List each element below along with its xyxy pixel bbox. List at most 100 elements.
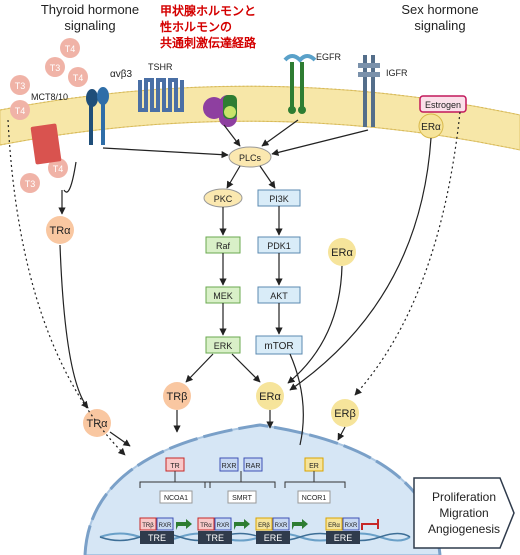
- t4-hormone-3: T4: [10, 100, 30, 120]
- svg-text:Raf: Raf: [216, 241, 231, 251]
- svg-text:mTOR: mTOR: [264, 341, 293, 352]
- t3-hormone-3: T3: [20, 173, 40, 193]
- jp-title-line3: 共通刺激伝達経路: [160, 35, 257, 50]
- ncoa1-label: NCOA1: [159, 490, 193, 504]
- sex-title-line2: signaling: [414, 18, 465, 33]
- erb-rxr-dimer: ERβ RXR: [255, 517, 290, 531]
- svg-text:PI3K: PI3K: [269, 194, 289, 204]
- ncor1-label: NCOR1: [297, 490, 331, 504]
- thyroid-title-line1: Thyroid hormone: [41, 2, 139, 17]
- outcome-arrow: [413, 477, 515, 549]
- pdk1-node: PDK1: [257, 236, 301, 254]
- era-low: ERα: [256, 382, 284, 410]
- repression-icon: [361, 519, 379, 530]
- igfr-receptor: [358, 55, 380, 127]
- svg-text:Estrogen: Estrogen: [425, 100, 461, 110]
- tr-nuclear: TR: [165, 457, 185, 472]
- svg-text:ERE: ERE: [264, 533, 283, 543]
- ere-element-1: ERE: [256, 531, 290, 544]
- outcome-migration: Migration: [439, 506, 489, 520]
- outcome-angiogenesis: Angiogenesis: [427, 522, 501, 536]
- svg-text:RXR: RXR: [222, 463, 237, 470]
- trb-cytoplasm: TRβ: [163, 382, 191, 410]
- svg-text:RXR: RXR: [159, 523, 172, 529]
- svg-text:MEK: MEK: [213, 291, 233, 301]
- svg-text:TRβ: TRβ: [142, 523, 154, 529]
- transcription-arrows: [176, 519, 308, 530]
- raf-node: Raf: [205, 236, 241, 254]
- svg-text:T4: T4: [65, 44, 76, 54]
- t3-hormone-2: T3: [10, 75, 30, 95]
- svg-text:SMRT: SMRT: [232, 495, 252, 502]
- igfr-label: IGFR: [386, 68, 408, 78]
- svg-text:ERK: ERK: [214, 341, 233, 351]
- svg-text:ER: ER: [309, 463, 319, 470]
- coregulator-brackets: [139, 471, 346, 488]
- svg-text:ERα: ERα: [328, 523, 340, 529]
- t4-hormone-1: T4: [60, 38, 80, 58]
- ere-element-2: ERE: [326, 531, 360, 544]
- t4-hormone-2: T4: [68, 67, 88, 87]
- akt-node: AKT: [257, 286, 301, 304]
- svg-text:TRα: TRα: [49, 225, 71, 237]
- tshr-label: TSHR: [148, 62, 173, 72]
- svg-text:TRE: TRE: [206, 533, 224, 543]
- svg-text:T4: T4: [53, 164, 64, 174]
- mct-transporter: [30, 123, 62, 165]
- tre-element-2: TRE: [198, 531, 232, 544]
- erk-node: ERK: [205, 336, 241, 354]
- svg-text:NCOR1: NCOR1: [302, 495, 327, 502]
- avb3-label: αvβ3: [110, 69, 133, 80]
- svg-text:RXR: RXR: [275, 523, 288, 529]
- mek-node: MEK: [205, 286, 241, 304]
- era-membrane: ERα: [418, 113, 444, 139]
- pi3k-node: PI3K: [257, 189, 301, 207]
- svg-text:ERβ: ERβ: [258, 523, 270, 529]
- tshr-receptor: [138, 78, 184, 112]
- erb-cytoplasm: ERβ: [331, 399, 359, 427]
- svg-text:TRE: TRE: [148, 533, 166, 543]
- svg-text:TR: TR: [170, 463, 179, 470]
- svg-text:ERα: ERα: [421, 122, 441, 133]
- svg-text:T3: T3: [50, 63, 61, 73]
- svg-text:PLCs: PLCs: [239, 153, 262, 163]
- svg-text:TRα: TRα: [200, 523, 212, 529]
- outcome-proliferation: Proliferation: [431, 490, 497, 504]
- svg-text:AKT: AKT: [270, 291, 288, 301]
- g-protein-complex: [203, 95, 237, 127]
- svg-text:TRβ: TRβ: [167, 391, 188, 403]
- jp-title-line1: 甲状腺ホルモンと: [160, 3, 256, 18]
- svg-text:PDK1: PDK1: [267, 241, 291, 251]
- tra-cytoplasm: TRα: [46, 216, 74, 244]
- tra-rxr-dimer: TRα RXR: [197, 517, 232, 531]
- outcome-text: Proliferation Migration Angiogenesis: [414, 478, 514, 548]
- t4-hormone-4: T4: [48, 158, 68, 178]
- mtor-node: mTOR: [255, 335, 303, 355]
- svg-text:ERα: ERα: [331, 247, 353, 259]
- svg-text:PKC: PKC: [214, 194, 233, 204]
- svg-text:ERα: ERα: [259, 391, 281, 403]
- svg-text:NCOA1: NCOA1: [164, 495, 188, 502]
- er-nuclear: ER: [304, 457, 324, 472]
- svg-text:T3: T3: [15, 81, 26, 91]
- svg-text:ERβ: ERβ: [334, 408, 356, 420]
- smrt-label: SMRT: [227, 490, 257, 504]
- svg-text:ERE: ERE: [334, 533, 353, 543]
- svg-text:T4: T4: [73, 73, 84, 83]
- sex-title-line1: Sex hormone: [401, 2, 478, 17]
- rxr-rar-nuclear: RXR RAR: [219, 457, 263, 472]
- svg-text:T4: T4: [15, 106, 26, 116]
- egfr-label: EGFR: [316, 52, 342, 62]
- era-mid: ERα: [328, 238, 356, 266]
- integrin-avb3: [86, 87, 109, 145]
- trb-rxr-dimer: TRβ RXR: [139, 517, 174, 531]
- mct-label: MCT8/10: [31, 92, 68, 102]
- svg-text:RXR: RXR: [345, 523, 358, 529]
- t3-hormone-1: T3: [45, 57, 65, 77]
- era-rxr-dimer: ERα RXR: [325, 517, 360, 531]
- svg-text:RAR: RAR: [246, 463, 261, 470]
- tre-element-1: TRE: [140, 531, 174, 544]
- jp-title-line2: 性ホルモンの: [159, 19, 232, 34]
